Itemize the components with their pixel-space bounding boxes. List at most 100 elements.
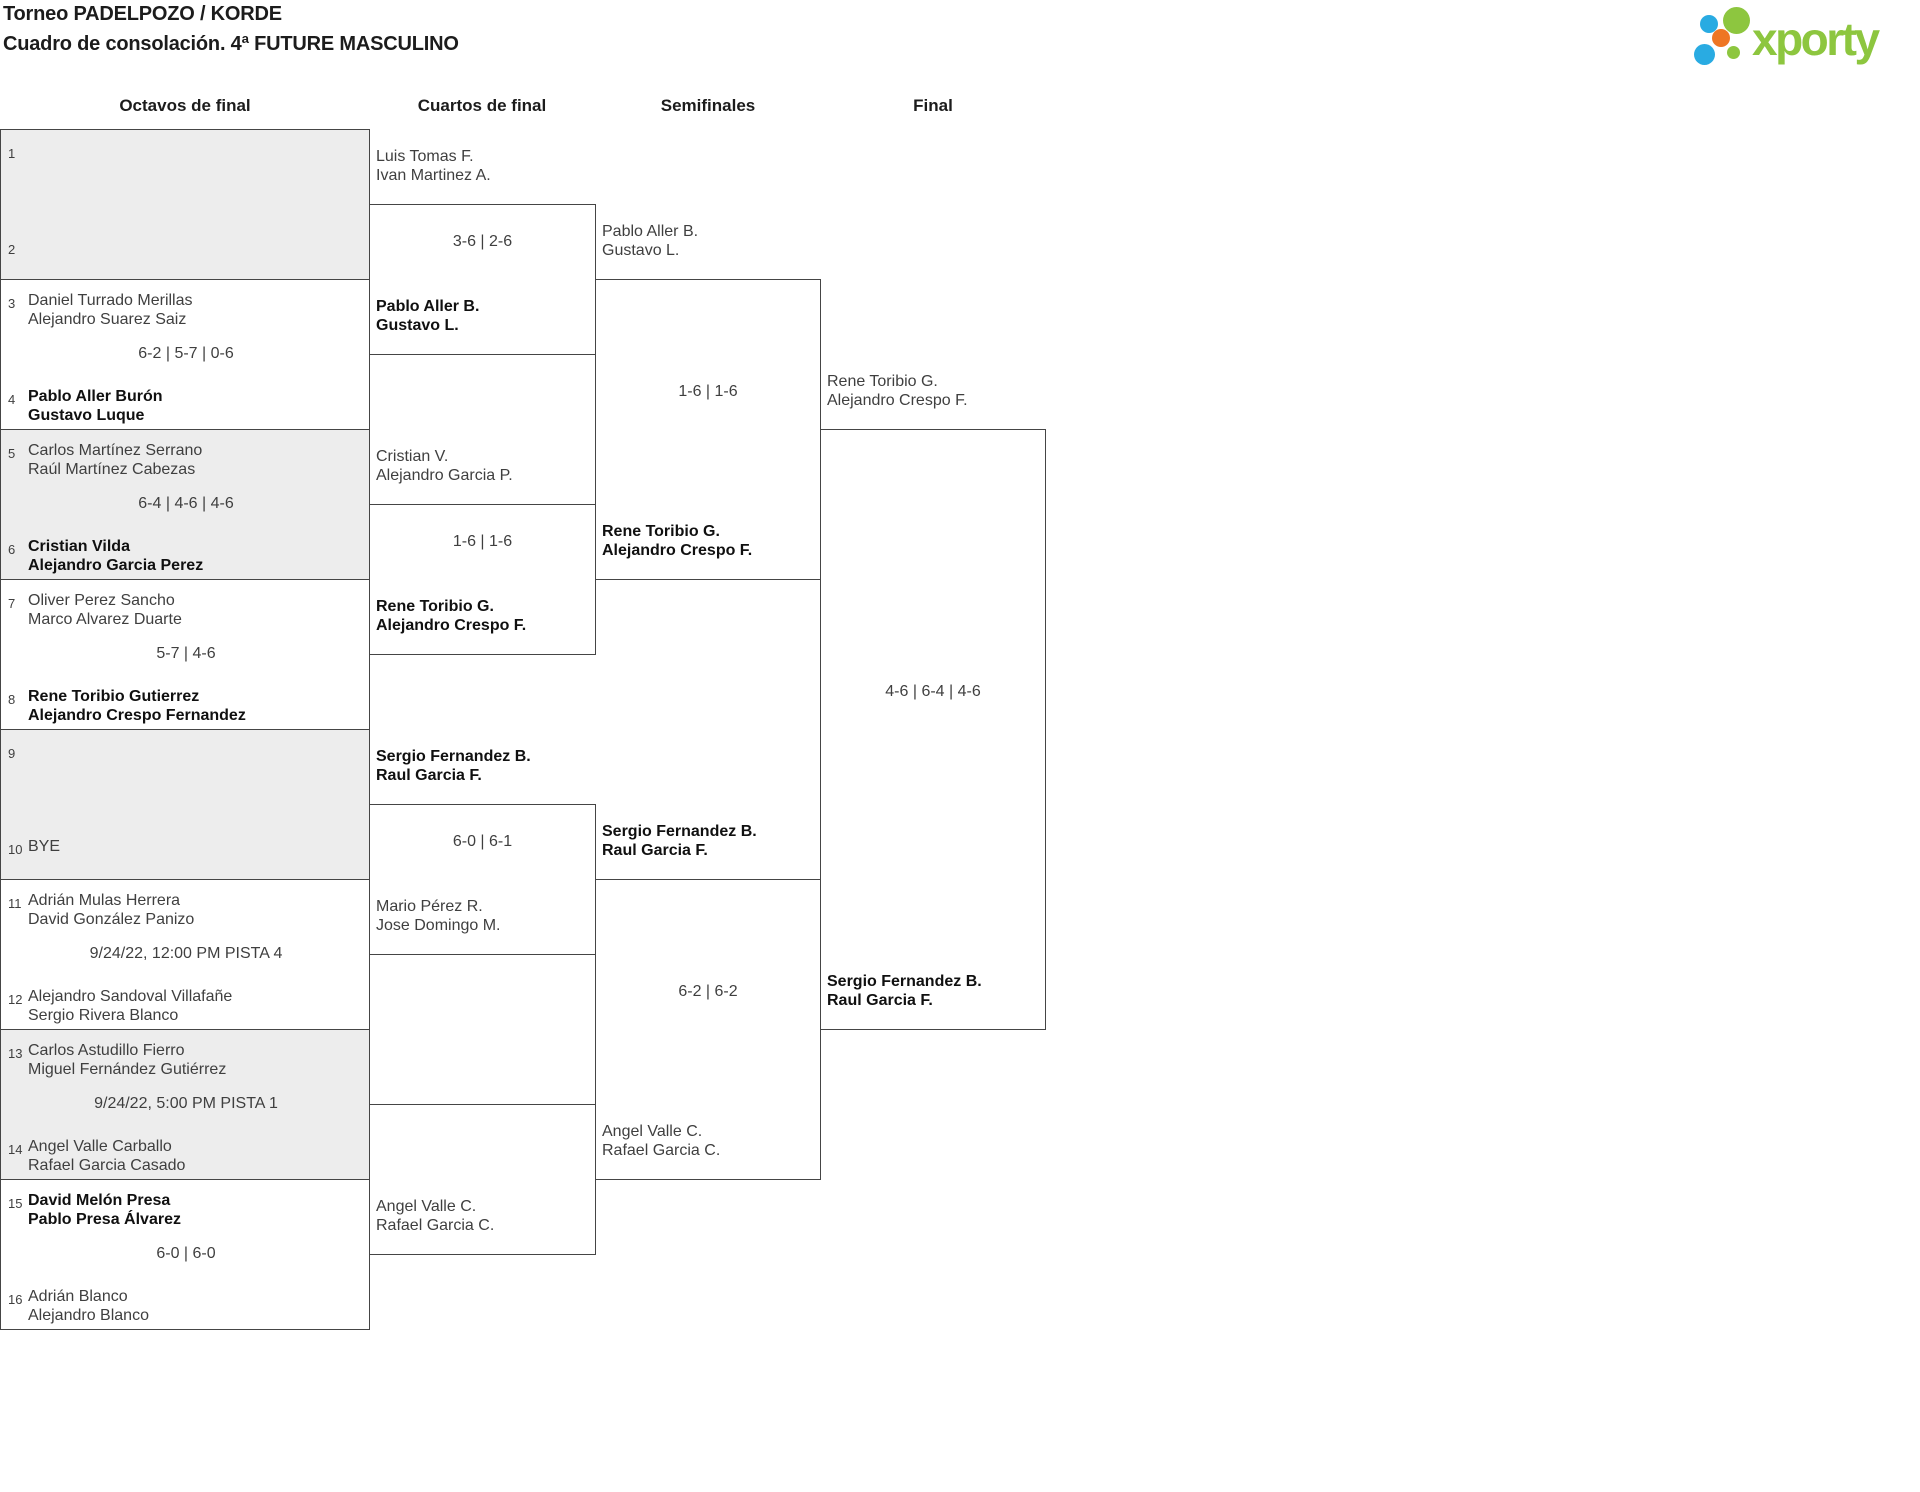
team-name-top-line: Daniel Turrado Merillas (28, 292, 193, 309)
final-match-1-team-bottom: Sergio Fernandez B.Raul Garcia F. (827, 972, 982, 1010)
cuartos-match-2-team-bottom-line: Rene Toribio G. (376, 598, 494, 615)
seed-number-bottom: 14 (8, 1142, 23, 1157)
cuartos-match-2-team-top: Cristian V. Alejandro Garcia P. (376, 447, 513, 485)
logo-dot-green-large (1723, 7, 1750, 34)
team-name-bottom-line: BYE (28, 838, 61, 855)
cuartos-match-3-team-top: Sergio Fernandez B.Raul Garcia F. (376, 747, 531, 785)
cuartos-match-2-team-top-line: Alejandro Garcia P. (376, 467, 513, 484)
logo-dot-green-small (1726, 45, 1740, 59)
column-header-octavos-de-final: Octavos de final (119, 96, 251, 115)
seed-number-bottom: 6 (8, 542, 16, 557)
team-name-bottom-line: Gustavo Luque (28, 407, 145, 424)
cuartos-match-4-team-bottom: Angel Valle C. Rafael Garcia C. (376, 1197, 494, 1235)
cuartos-match-1-team-bottom-line: Pablo Aller B. (376, 298, 480, 315)
team-name-bottom-line: Angel Valle Carballo (28, 1138, 172, 1155)
column-header-semifinales: Semifinales (660, 96, 756, 115)
semifinal-match-1-score: 1-6 | 1-6 (678, 383, 738, 400)
seed-number-top: 1 (8, 146, 16, 161)
cuartos-match-1-team-top-line: Ivan Martinez A. (376, 167, 491, 184)
seed-number-bottom: 12 (8, 992, 23, 1007)
cuartos-match-1-team-bottom-line: Gustavo L. (376, 317, 459, 334)
semifinal-match-2-team-bottom: Angel Valle C.Rafael Garcia C. (602, 1122, 720, 1160)
final-match-1-score: 4-6 | 6-4 | 4-6 (885, 683, 981, 700)
logo-dot-blue-large (1693, 43, 1715, 65)
match-score: 6-4 | 4-6 | 4-6 (138, 495, 234, 512)
cuartos-match-2-team-top-line: Cristian V. (376, 448, 449, 465)
match-score: 5-7 | 4-6 (156, 645, 216, 662)
team-name-top-line: Carlos Astudillo Fierro (28, 1042, 185, 1059)
team-name-bottom: BYE (28, 837, 60, 856)
seed-number-bottom: 4 (8, 392, 16, 407)
final-match-1-team-top-line: Rene Toribio G. (827, 373, 938, 390)
seed-number-top: 7 (8, 596, 16, 611)
team-name-top-line: Raúl Martínez Cabezas (28, 461, 196, 478)
seed-number-top: 3 (8, 296, 16, 311)
seed-number-top: 13 (8, 1046, 23, 1061)
cuartos-match-3-score: 6-0 | 6-1 (452, 833, 513, 850)
match-schedule: 9/24/22, 5:00 PM PISTA 1 (94, 1095, 278, 1112)
team-name-top-line: David González Panizo (28, 911, 195, 928)
match-schedule: 9/24/22, 12:00 PM PISTA 4 (89, 945, 283, 962)
semifinal-match-1-team-top-line: Gustavo L. (602, 242, 680, 259)
seed-number-bottom: 8 (8, 692, 16, 707)
column-header-cuartos-de-final: Cuartos de final (417, 96, 547, 115)
xporty-logo[interactable]: xporty (1690, 0, 1920, 82)
cuartos-match-2-score: 1-6 | 1-6 (452, 533, 513, 550)
team-name-top-line: Oliver Perez Sancho (28, 592, 175, 609)
team-name-bottom-line: Alejandro Blanco (28, 1307, 149, 1324)
final-match-1-team-top: Rene Toribio G.Alejandro Crespo F. (827, 372, 968, 410)
seed-number-bottom: 16 (8, 1292, 23, 1307)
team-name-bottom-line: Alejandro Sandoval Villafañe (28, 988, 233, 1005)
team-name-bottom-line: Alejandro Garcia Perez (28, 557, 204, 574)
cuartos-match-4-team-bottom-line: Rafael Garcia C. (376, 1217, 495, 1234)
team-name-top-line: Carlos Martínez Serrano (28, 442, 203, 459)
cuartos-match-2-team-bottom: Rene Toribio G.Alejandro Crespo F. (376, 597, 526, 635)
page-title: Torneo PADELPOZO / KORDE (3, 3, 282, 25)
semifinal-match-1-team-bottom: Rene Toribio G. Alejandro Crespo F. (602, 522, 752, 560)
team-name-top-line: Pablo Presa Álvarez (28, 1211, 181, 1228)
team-name-bottom-line: Cristian Vilda (28, 538, 130, 555)
logo-dot-orange (1712, 28, 1730, 47)
semifinal-match-2-team-top-line: Raul Garcia F. (602, 842, 708, 859)
team-name-top-line: David Melón Presa (28, 1192, 171, 1209)
cuartos-match-4-team-bottom-line: Angel Valle C. (376, 1198, 477, 1215)
column-header-final: Final (913, 96, 953, 115)
cuartos-match-3-team-bottom-line: Mario Pérez R. (376, 898, 483, 915)
team-name-top-line: Alejandro Suarez Saiz (28, 311, 187, 328)
logo-dot-blue-small (1700, 15, 1718, 33)
xporty-logo-text: xporty (1752, 13, 1880, 65)
team-name-bottom-line: Pablo Aller Burón (28, 388, 163, 405)
match-score: 6-2 | 5-7 | 0-6 (138, 345, 234, 362)
semifinal-match-2-team-top: Sergio Fernandez B. Raul Garcia F. (602, 822, 757, 860)
cuartos-match-1-team-bottom: Pablo Aller B. Gustavo L. (376, 297, 479, 335)
cuartos-match-3-team-bottom: Mario Pérez R. Jose Domingo M. (376, 897, 501, 935)
semifinal-match-1-team-top-line: Pablo Aller B. (602, 223, 699, 240)
cuartos-match-1-team-top-line: Luis Tomas F. (376, 148, 474, 165)
semifinal-match-1-team-bottom-line: Rene Toribio G. (602, 523, 720, 540)
semifinal-match-2-team-top-line: Sergio Fernandez B. (602, 823, 757, 840)
semifinal-match-1-team-bottom-line: Alejandro Crespo F. (602, 542, 753, 559)
cuartos-match-3-team-bottom-line: Jose Domingo M. (376, 917, 501, 934)
seed-number-top: 9 (8, 746, 16, 761)
semifinal-match-2-score: 6-2 | 6-2 (678, 983, 738, 1000)
seed-number-top: 11 (8, 896, 22, 911)
cuartos-match-3-team-top-line: Raul Garcia F. (376, 767, 482, 784)
